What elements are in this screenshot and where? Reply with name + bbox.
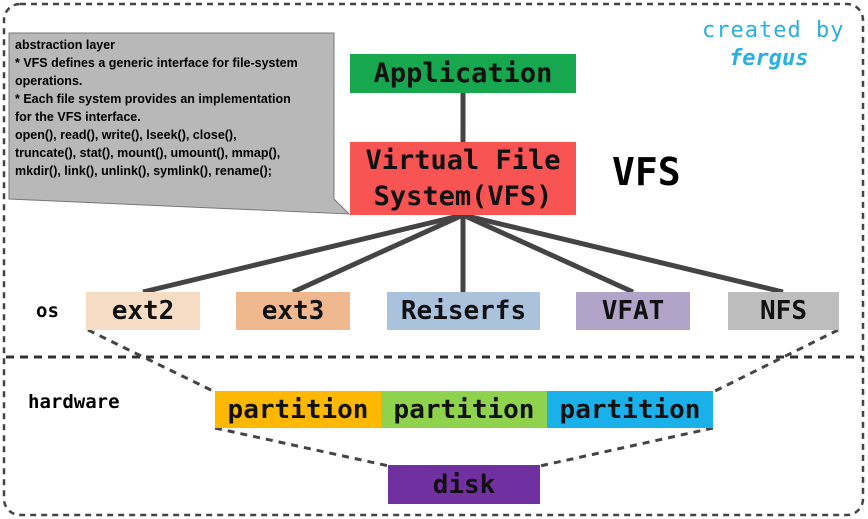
credit-line2: fergus [729, 46, 809, 71]
fs-nfs: NFS [728, 292, 839, 330]
callout-line: * VFS defines a generic interface for fi… [15, 56, 298, 70]
credit-line1: created by [702, 18, 845, 43]
application-label: Application [373, 58, 553, 89]
fs-vfat-label: VFAT [601, 296, 665, 326]
disk-node: disk [388, 465, 540, 504]
vfs-nfs-link [462, 212, 784, 295]
partition-2: partition [381, 391, 547, 428]
partition-1: partition [215, 391, 381, 428]
fs-ext2: ext2 [86, 292, 200, 330]
application-node: Application [350, 54, 576, 93]
os-layer-label: os [36, 300, 59, 322]
fs-vfat: VFAT [576, 292, 690, 330]
fs-ext3: ext3 [236, 292, 350, 330]
vfs-layer-label: VFS [612, 150, 681, 194]
callout-line: * Each file system provides an implement… [15, 92, 291, 106]
funnel-left-upper [87, 328, 216, 394]
partition-1-label: partition [227, 394, 369, 425]
fs-reiserfs: Reiserfs [387, 292, 540, 330]
vfs-ext3-link [291, 212, 465, 295]
callout-line: truncate(), stat(), mount(), umount(), m… [15, 146, 281, 160]
vfs-label-line2: System(VFS) [373, 180, 553, 212]
vfs-node: Virtual File System(VFS) [350, 142, 576, 215]
vfs-ext2-link [142, 212, 464, 295]
partition-3: partition [547, 391, 713, 428]
callout-line: for the VFS interface. [15, 110, 141, 124]
disk-label: disk [432, 469, 496, 500]
callout-line: mkdir(), link(), unlink(), symlink(), re… [15, 164, 272, 178]
callout-shape [8, 32, 351, 215]
funnel-right-upper [712, 328, 839, 394]
vfs-vfat-link [461, 212, 635, 295]
partition-2-label: partition [393, 394, 535, 425]
callout-line: open(), read(), write(), lseek(), close(… [15, 128, 237, 142]
hardware-layer-label: hardware [28, 391, 120, 413]
partition-3-label: partition [559, 394, 701, 425]
fs-ext3-label: ext3 [261, 296, 325, 326]
fs-nfs-label: NFS [760, 296, 807, 326]
funnel-left-lower [214, 426, 390, 468]
callout-text: abstraction layer * VFS defines a generi… [9, 33, 334, 208]
fs-ext2-label: ext2 [111, 296, 175, 326]
funnel-right-lower [539, 426, 714, 468]
fs-reiserfs-label: Reiserfs [400, 296, 527, 326]
vfs-label-line1: Virtual File [365, 144, 561, 176]
callout-line: abstraction layer [15, 38, 116, 52]
callout-line: operations. [15, 74, 83, 88]
